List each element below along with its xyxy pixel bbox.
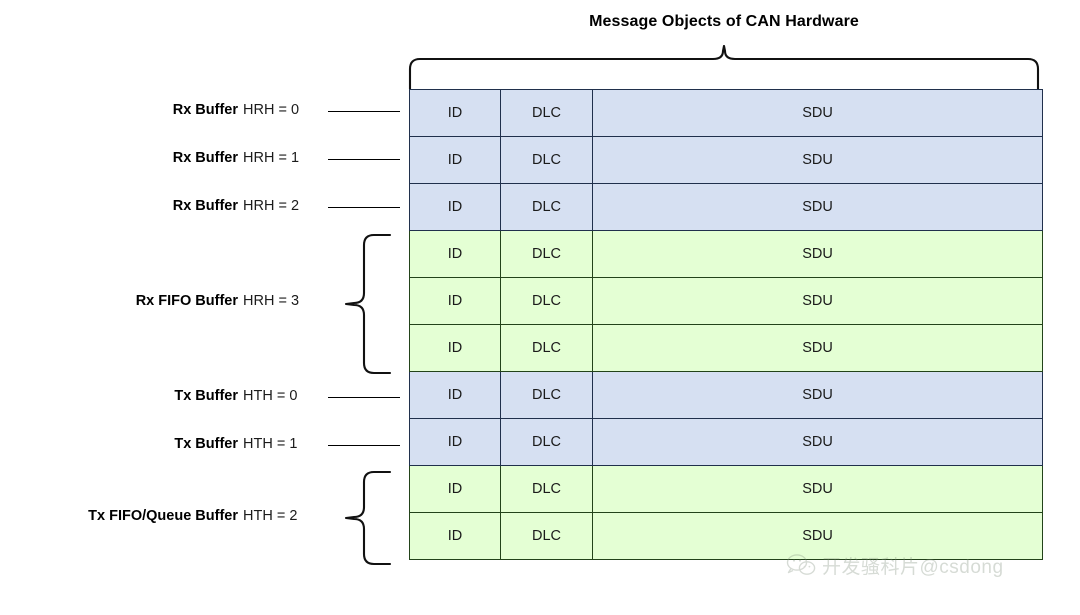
table-row[interactable]: ID DLC SDU <box>409 512 1043 560</box>
group-name: Rx Buffer <box>172 198 238 214</box>
group-handle: HTH = 1 <box>243 436 298 452</box>
table-body: ID DLC SDU ID DLC SDU ID DLC SDU ID DLC … <box>409 89 1043 560</box>
tx-fifo-brace <box>344 470 400 566</box>
group-label-rx-fifo-buffer: Rx FIFO Buffer HRH = 3 <box>0 293 400 313</box>
group-label-tx-buffer-0: Tx Buffer HTH = 0 <box>0 388 400 408</box>
table-row[interactable]: ID DLC SDU <box>409 136 1043 184</box>
table-row[interactable]: ID DLC SDU <box>409 324 1043 372</box>
cell-dlc: DLC <box>500 512 593 560</box>
table-row[interactable]: ID DLC SDU <box>409 89 1043 137</box>
rx-fifo-brace-icon <box>344 233 392 375</box>
rx-fifo-brace <box>344 233 400 375</box>
leader-line <box>328 111 400 112</box>
group-handle: HRH = 3 <box>243 293 300 309</box>
group-name: Rx Buffer <box>172 102 238 118</box>
group-name: Tx Buffer <box>174 436 238 452</box>
group-name: Rx Buffer <box>172 150 238 166</box>
cell-dlc: DLC <box>500 136 593 184</box>
cell-sdu: SDU <box>592 277 1043 325</box>
group-name: Tx FIFO/Queue Buffer <box>88 508 238 524</box>
cell-id: ID <box>409 465 501 513</box>
cell-sdu: SDU <box>592 89 1043 137</box>
cell-dlc: DLC <box>500 277 593 325</box>
cell-dlc: DLC <box>500 418 593 466</box>
group-label-rx-buffer-0: Rx Buffer HRH = 0 <box>0 102 400 122</box>
cell-dlc: DLC <box>500 230 593 278</box>
cell-id: ID <box>409 371 501 419</box>
cell-dlc: DLC <box>500 183 593 231</box>
table-row[interactable]: ID DLC SDU <box>409 465 1043 513</box>
cell-dlc: DLC <box>500 465 593 513</box>
table-row[interactable]: ID DLC SDU <box>409 183 1043 231</box>
cell-sdu: SDU <box>592 183 1043 231</box>
group-name: Tx Buffer <box>174 388 238 404</box>
table-row[interactable]: ID DLC SDU <box>409 418 1043 466</box>
group-label-rx-buffer-1: Rx Buffer HRH = 1 <box>0 150 400 170</box>
table-row[interactable]: ID DLC SDU <box>409 277 1043 325</box>
page-title: Message Objects of CAN Hardware <box>589 13 859 30</box>
cell-id: ID <box>409 418 501 466</box>
group-handle: HRH = 2 <box>243 198 300 214</box>
leader-line <box>328 159 400 160</box>
group-label-tx-fifo-queue-buffer: Tx FIFO/Queue Buffer HTH = 2 <box>0 508 400 528</box>
table-row[interactable]: ID DLC SDU <box>409 230 1043 278</box>
cell-id: ID <box>409 277 501 325</box>
cell-sdu: SDU <box>592 371 1043 419</box>
cell-id: ID <box>409 324 501 372</box>
cell-sdu: SDU <box>592 136 1043 184</box>
group-handle: HRH = 1 <box>243 150 300 166</box>
top-brace-icon <box>408 44 1040 91</box>
group-name: Rx FIFO Buffer <box>135 293 238 309</box>
cell-id: ID <box>409 183 501 231</box>
group-label-rx-buffer-2: Rx Buffer HRH = 2 <box>0 198 400 218</box>
top-brace <box>400 44 1048 91</box>
leader-line <box>328 445 400 446</box>
cell-id: ID <box>409 136 501 184</box>
cell-id: ID <box>409 89 501 137</box>
group-handle: HTH = 2 <box>243 508 298 524</box>
tx-fifo-brace-icon <box>344 470 392 566</box>
cell-sdu: SDU <box>592 465 1043 513</box>
cell-dlc: DLC <box>500 324 593 372</box>
cell-id: ID <box>409 230 501 278</box>
leader-line <box>328 207 400 208</box>
group-label-tx-buffer-1: Tx Buffer HTH = 1 <box>0 436 400 456</box>
group-handle: HRH = 0 <box>243 102 300 118</box>
cell-sdu: SDU <box>592 230 1043 278</box>
message-objects-table: ID DLC SDU ID DLC SDU ID DLC SDU ID DLC … <box>409 89 1043 560</box>
cell-id: ID <box>409 512 501 560</box>
cell-sdu: SDU <box>592 418 1043 466</box>
cell-sdu: SDU <box>592 512 1043 560</box>
table-row[interactable]: ID DLC SDU <box>409 371 1043 419</box>
cell-dlc: DLC <box>500 371 593 419</box>
leader-line <box>328 397 400 398</box>
cell-sdu: SDU <box>592 324 1043 372</box>
group-handle: HTH = 0 <box>243 388 298 404</box>
cell-dlc: DLC <box>500 89 593 137</box>
